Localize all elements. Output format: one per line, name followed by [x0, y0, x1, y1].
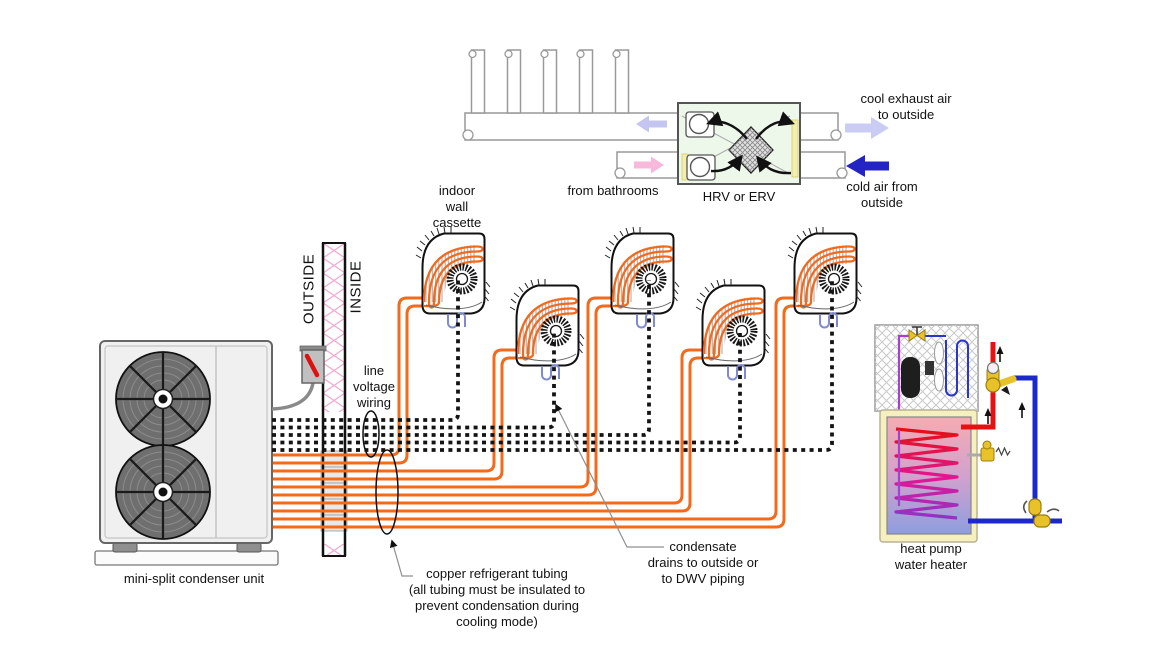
cold-air-from-outside-arrow [846, 155, 889, 177]
flow-up-arrow [983, 407, 993, 425]
flow-up-arrow [995, 345, 1005, 363]
water-heater-label: heat pump water heater [894, 541, 968, 572]
disconnect-switch [304, 353, 320, 378]
line-voltage-run-4 [272, 332, 742, 445]
duct-riser [470, 49, 486, 114]
heat-pump-water-heater [874, 324, 1062, 543]
disconnect-box [271, 345, 327, 411]
copper-tubing-label: copper refrigerant tubing (all tubing mu… [408, 566, 586, 629]
filter-strip [791, 119, 799, 178]
refrigerant-line-pair-3 [262, 304, 613, 497]
indoor-wall-cassette-3 [605, 227, 679, 328]
refrigerant-line-pair-1 [262, 296, 424, 457]
ball-valve-icon [1022, 498, 1042, 516]
refrigerant-line-pair-5 [262, 296, 796, 521]
condenser-fan-icon [115, 444, 211, 540]
from-bathrooms-label: from bathrooms [567, 183, 659, 198]
line-voltage-run-5 [272, 280, 834, 452]
exhaust-to-outside-arrow [845, 117, 889, 139]
refrigerant-line-pair-2 [262, 348, 518, 473]
duct-riser [542, 49, 558, 114]
tubing-callout-ellipse [375, 449, 399, 535]
outside-label: OUTSIDE [300, 253, 318, 325]
inside-label: INSIDE [347, 260, 365, 314]
indoor-wall-cassette-4 [696, 279, 770, 380]
hrv-fan-icon [685, 111, 715, 138]
duct-riser [614, 49, 630, 114]
hpwh-fan-icon [925, 341, 944, 392]
duct-riser [578, 49, 594, 114]
expansion-valve-icon [908, 326, 926, 342]
mixing-valve-icon [985, 361, 1017, 395]
refrigerant-tubing [262, 296, 796, 529]
cold-air-label: cold air from outside [846, 179, 918, 210]
indoor-wall-cassette-1 [416, 227, 490, 328]
copper-tubing-leader [389, 539, 413, 577]
condensate-label: condensate drains to outside or to DWV p… [647, 539, 759, 586]
line-voltage-run-1 [272, 280, 460, 422]
refrigerant-line-pair-4 [262, 356, 704, 513]
condenser-pad [94, 550, 279, 566]
cool-exhaust-label: cool exhaust air to outside [860, 91, 952, 122]
indoor-wall-cassette-5 [788, 227, 862, 328]
evaporator-coil [945, 339, 969, 398]
line-voltage-run-2 [272, 332, 556, 430]
supply-air-arrow [636, 115, 667, 133]
flow-up-arrow [1017, 401, 1027, 419]
refrigerant-line-pair-3 [262, 296, 613, 489]
duct-riser [506, 49, 522, 114]
hrv-erv-label: HRV or ERV [702, 189, 776, 204]
refrigerant-line-pair-1 [262, 304, 424, 465]
mini-split-condenser-unit [94, 340, 279, 566]
compressor [901, 357, 920, 398]
hrv-erv-unit [677, 102, 801, 185]
refrigerant-line-pair-4 [262, 348, 704, 505]
tp-relief-valve-icon [967, 440, 1011, 462]
line-voltage-run-3 [272, 280, 651, 437]
wiring-callout-ellipse [362, 410, 380, 458]
indoor-wall-cassette-2 [510, 279, 584, 380]
hrv-fan-icon [686, 154, 716, 181]
bathroom-exhaust-arrow [634, 156, 664, 174]
drain-valve-icon [1033, 508, 1060, 528]
refrigerant-line-pair-5 [262, 304, 796, 529]
refrigerant-line-pair-2 [262, 356, 518, 481]
condensate-leader [555, 403, 664, 548]
condenser-coil [894, 427, 959, 520]
indoor-cassette-label: indoor wall cassette [432, 183, 482, 230]
airflow-arrows [706, 111, 795, 175]
condenser-label: mini-split condenser unit [123, 571, 265, 586]
line-voltage-label: line voltage wiring [353, 363, 395, 410]
condenser-fan-icon [115, 351, 211, 447]
line-voltage-wiring [272, 280, 834, 452]
